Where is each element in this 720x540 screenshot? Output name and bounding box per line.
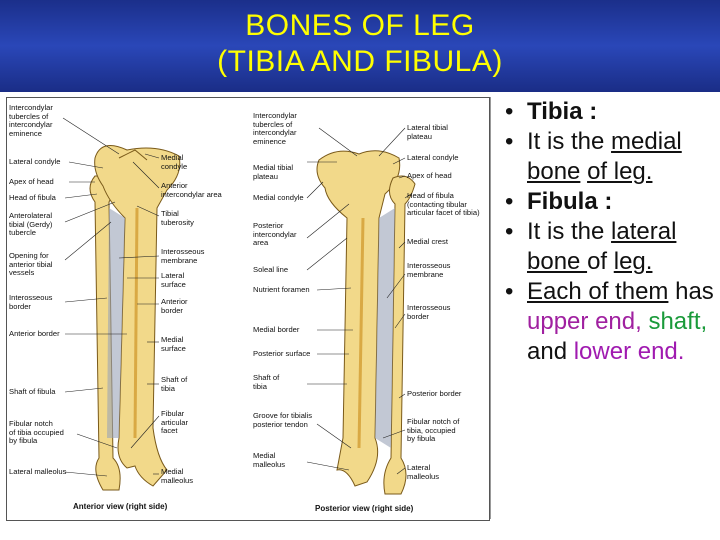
label-anterior-intercondylar-area: Anterior intercondylar area [161,181,222,199]
slide-title-line-2: (TIBIA AND FIBULA) [217,45,503,78]
tibia-fibula-illustration: Intercondylar tubercles of intercondylar… [6,97,490,521]
tibia-text-1: It is the [527,128,612,155]
label-posterior-border: Posterior border [407,389,462,398]
each-text-5: shaft, [648,308,708,335]
label-fibular-notch-posterior: Fibular notch of tibia, occupied by fibu… [407,417,460,444]
label-lateral-malleolus-posterior: Lateral malleolus [407,463,440,481]
label-opening-anterior-tibial-vessels: Opening for anterior tibial vessels [9,251,53,278]
slide-title-line-1: BONES OF LEG [245,9,475,42]
bullet-list: • Tibia : • It is the medial bone of leg… [501,97,719,367]
bullet-fibula-desc: • It is the lateral bone of leg. [501,217,719,277]
label-apex-of-head-posterior: Apex of head [407,171,452,180]
label-fibular-articular-facet: Fibular articular facet [161,409,189,436]
caption-anterior-view: Anterior view (right side) [73,502,168,511]
label-tibial-tuberosity: Tibial tuberosity [161,209,194,227]
slide-title-bar: BONES OF LEG (TIBIA AND FIBULA) [0,0,720,92]
label-head-of-fibula-anterior: Head of fibula [9,193,56,202]
each-text-7: lower end. [573,338,685,365]
label-anterior-border-fibula: Anterior border [9,329,60,338]
bullet-dot: • [505,188,514,215]
each-text-1: Each of them [527,278,669,305]
label-interosseous-membrane-anterior: Interosseous membrane [161,247,205,265]
leader-lines [62,117,412,477]
fibula-text-5: leg. [613,248,653,275]
anterior-tibia [94,145,181,487]
label-interosseous-border-anterior: Interosseous border [9,293,53,311]
anterior-membrane [107,208,125,438]
label-intercondylar-tubercles-posterior: Intercondylar tubercles of intercondylar… [253,111,297,146]
fibula-text-4: of [587,248,614,275]
fibula-text-2: lateral [611,218,677,245]
label-posterior-surface: Posterior surface [253,349,311,358]
bullet-tibia-heading: • Tibia : [501,97,719,127]
tibia-text-2: medial bone [527,128,682,185]
label-intercondylar-tubercles-anterior: Intercondylar tubercles of intercondylar… [9,103,53,138]
bones-drawing [62,117,416,495]
label-anterior-border-tibia: Anterior border [161,297,188,315]
each-text-6: and [527,338,574,365]
bullet-tibia-desc: • It is the medial bone of leg. [501,127,719,187]
label-medial-border: Medial border [253,325,300,334]
label-nutrient-foramen: Nutrient foramen [253,285,310,294]
fibula-heading: Fibula : [527,188,613,215]
label-shaft-of-fibula: Shaft of fibula [9,387,56,396]
tibia-heading: Tibia : [527,98,598,125]
posterior-fibula [383,175,416,495]
caption-posterior-view: Posterior view (right side) [315,504,414,513]
label-lateral-malleolus-anterior: Lateral malleolus [9,467,67,476]
label-groove-tibialis-posterior: Groove for tibialis posterior tendon [253,411,313,429]
posterior-tibia [316,150,401,487]
label-medial-condyle-posterior: Medial condyle [253,193,304,202]
label-medial-tibial-plateau: Medial tibial plateau [253,163,294,181]
each-text-2: has [675,278,714,305]
label-head-of-fibula-posterior: Head of fibula (contacting tibular artic… [407,191,480,218]
posterior-membrane [375,208,395,448]
fibula-text-3: bone [527,248,588,275]
text-panel: • Tibia : • It is the medial bone of leg… [490,97,719,519]
fibula-text-1: It is the [527,218,612,245]
label-apex-of-head-anterior: Apex of head [9,177,54,186]
bullet-dot: • [505,278,514,305]
bullet-fibula-heading: • Fibula : [501,187,719,217]
bullet-dot: • [505,128,514,155]
bullet-each-of-them: • Each of them has upper end, shaft, and… [501,277,719,367]
label-interosseous-border-posterior: Interosseous border [407,303,451,321]
label-shaft-of-tibia-posterior: Shaft of tibia [253,373,280,391]
bullet-dot: • [505,98,514,125]
label-medial-condyle-anterior: Medial condyle [161,153,188,171]
label-medial-malleolus-anterior: Medial malleolus [161,467,194,485]
label-lateral-tibial-plateau: Lateral tibial plateau [407,123,448,141]
label-posterior-intercondylar-area: Posterior intercondylar area [253,221,297,248]
label-medial-surface: Medial surface [161,335,186,353]
bullet-dot: • [505,218,514,245]
label-shaft-of-tibia-anterior: Shaft of tibia [161,375,188,393]
label-gerdy-tubercle: Anterolateral tibial (Gerdy) tubercle [9,211,53,238]
label-medial-crest: Medial crest [407,237,448,246]
label-fibular-notch-anterior: Fibular notch of tibia occupied by fibul… [9,419,64,446]
label-lateral-condyle-posterior: Lateral condyle [407,153,459,162]
label-medial-malleolus-posterior: Medial malleolus [253,451,286,469]
label-lateral-condyle-anterior: Lateral condyle [9,157,61,166]
each-text-4: end, [595,308,649,335]
tibia-text-3: of leg. [587,158,653,185]
label-soleal-line: Soleal line [253,265,289,274]
label-lateral-surface: Lateral surface [161,271,186,289]
label-interosseous-membrane-posterior: Interosseous membrane [407,261,451,279]
each-text-3: upper [527,308,589,335]
